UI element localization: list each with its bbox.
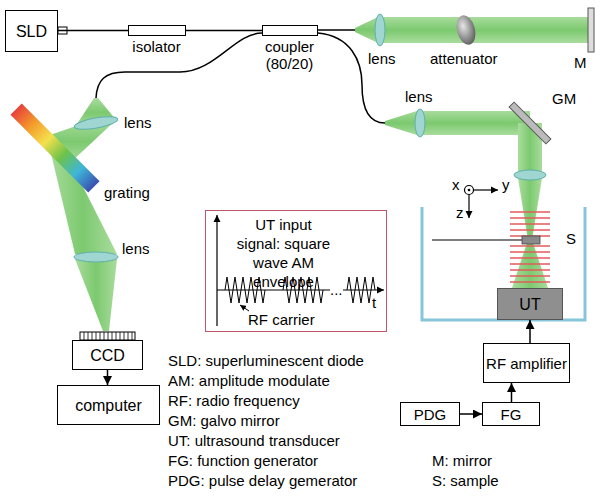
computer-box: computer <box>57 385 160 425</box>
connector <box>460 413 482 415</box>
camera-box: CCD <box>72 340 143 370</box>
fiber <box>318 29 355 31</box>
generator-box: FG <box>482 402 540 426</box>
connector <box>58 30 128 32</box>
abbreviation-note: RF: radio frequency <box>168 392 300 409</box>
detection-arm <box>10 33 262 340</box>
pointer-arrow <box>240 305 249 311</box>
water-tank <box>422 207 585 320</box>
rf-burst <box>347 277 375 303</box>
lens-symbol <box>74 252 118 262</box>
connector <box>186 30 262 32</box>
isolator-box: isolator <box>128 25 186 36</box>
node-text: PDG <box>414 406 447 423</box>
node-text: UT <box>519 296 540 313</box>
plot-text: t <box>372 294 376 311</box>
sample-arm <box>318 33 585 320</box>
node-text: SLD <box>16 23 47 40</box>
reference-arm <box>318 8 594 52</box>
transducer-box: UT <box>497 288 563 320</box>
abbreviation-note: PDG: pulse delay gemerator <box>168 472 357 489</box>
connector <box>107 370 109 385</box>
part-label: x <box>452 176 460 193</box>
abbreviation-note: SLD: superluminescent diode <box>168 352 364 369</box>
abbreviation-note: UT: ultrasound transducer <box>168 432 340 449</box>
galvo-mirror-symbol <box>509 102 551 144</box>
plot-text: UT input signal: square wave AM envelope <box>232 215 335 291</box>
light-beam <box>380 17 588 43</box>
axis-x-out <box>465 186 474 195</box>
light-cone <box>75 259 117 331</box>
axis-z-arrow <box>468 195 469 218</box>
attenuator-symbol <box>453 13 478 47</box>
mirror-symbol <box>588 8 594 52</box>
part-label: z <box>456 204 464 221</box>
amplifier-box: RF amplifier <box>483 343 570 383</box>
connector <box>529 320 531 343</box>
abbreviation-note: FG: function generator <box>168 452 318 469</box>
part-label: M <box>574 54 587 71</box>
node-text: FG <box>501 406 522 423</box>
node-text: computer <box>75 397 142 414</box>
signal-plot <box>217 215 384 326</box>
abbreviation-note: AM: amplitude modulate <box>168 372 330 389</box>
lens-symbol <box>415 109 425 137</box>
fiber <box>96 33 262 98</box>
lens-symbol <box>73 114 118 131</box>
fiber <box>318 33 385 123</box>
signal-inset: UT input signal: square wave AM envelope… <box>205 210 387 332</box>
part-label: lens <box>122 240 150 257</box>
node-text: isolator <box>128 38 186 55</box>
ccd-pixels <box>80 332 135 340</box>
part-label: attenuator <box>430 50 498 67</box>
generator-box: PDG <box>400 402 460 426</box>
light-beam <box>420 111 530 135</box>
node-text: coupler (80/20) <box>258 38 322 72</box>
connector <box>511 383 513 402</box>
plot-axis <box>216 215 217 326</box>
node-text: CCD <box>90 347 125 364</box>
plot-text: RF carrier <box>248 311 315 328</box>
part-label: lens <box>124 114 152 131</box>
part-label: y <box>502 176 510 193</box>
sample-holder <box>432 239 522 240</box>
node-text: RF amplifier <box>486 355 567 372</box>
abbreviation-note: M: mirror <box>432 452 492 469</box>
part-label: lens <box>368 50 396 67</box>
plot-text: ... <box>330 281 343 298</box>
lens-symbol <box>375 14 385 46</box>
axis-y-arrow <box>474 189 498 190</box>
abbreviation-note: S: sample <box>432 472 499 489</box>
lens-symbol <box>514 170 546 180</box>
ccd-pixels <box>84 332 132 340</box>
part-label: S <box>566 230 576 247</box>
ultrasound-wavefronts <box>510 212 550 282</box>
source-box: SLD <box>5 10 58 52</box>
part-label: grating <box>104 184 150 201</box>
axis-x-out <box>468 189 471 192</box>
abbreviation-note: GM: galvo mirror <box>168 412 280 429</box>
grating-symbol <box>10 103 99 192</box>
coupler-box: coupler (80/20) <box>262 25 318 36</box>
part-label: lens <box>405 88 433 105</box>
sample-symbol <box>522 236 540 244</box>
part-label: GM <box>552 90 576 107</box>
